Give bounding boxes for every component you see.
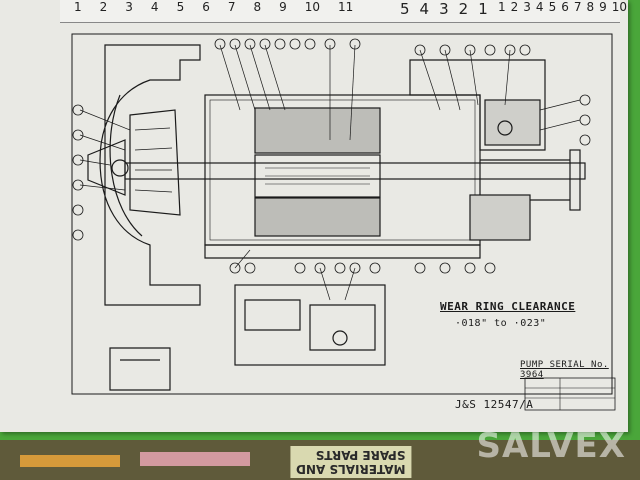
- wear-ring-clearance-values: ·018" to ·023": [455, 318, 547, 329]
- detail-view-seal: [234, 284, 386, 366]
- pump-shaft: [124, 162, 586, 180]
- ruler-number: 11: [338, 0, 354, 14]
- ruler-number: 5: [176, 0, 185, 14]
- seal-ring: [332, 330, 348, 346]
- bearing-housing-top: [409, 59, 546, 151]
- salvex-watermark: SALVEX: [476, 426, 626, 466]
- measuring-ruler: 1 2 3 4 5 6 7 8 9 10 11 5 4 3 2 1 1: [60, 0, 627, 23]
- rotor: [254, 154, 381, 198]
- ruler-number: 3: [523, 0, 531, 14]
- ruler-number: 4: [419, 0, 430, 18]
- ruler-number: 8: [586, 0, 595, 14]
- ruler-number: 7: [227, 0, 236, 14]
- ruler-number: 3: [125, 0, 133, 14]
- seal-detail-parts: [244, 299, 376, 351]
- impeller-hub: [111, 159, 129, 177]
- ruler-number: 1: [478, 0, 488, 18]
- drawing-frame: [71, 33, 613, 395]
- materials-sticker-line1: MATERIALS AND: [296, 462, 406, 476]
- pump-base: [204, 244, 481, 259]
- orange-sticker: [20, 455, 120, 467]
- pink-sticker: [140, 452, 250, 466]
- impeller: [129, 109, 181, 216]
- rotor-laminations: [265, 167, 370, 185]
- pump-cross-section-drawing: [71, 33, 616, 411]
- volute-casing: [99, 44, 201, 306]
- stator-lower: [254, 197, 381, 237]
- ruler-number: 4: [150, 0, 159, 14]
- ruler-number: 1: [498, 0, 506, 14]
- bearing-upper: [484, 99, 541, 146]
- impeller-vanes: [134, 127, 173, 193]
- ruler-number: 2: [510, 0, 519, 14]
- pump-serial-number: PUMP SERIAL No. 3964: [520, 360, 609, 380]
- ruler-number: 7: [573, 0, 582, 14]
- bearing-ball: [497, 120, 513, 136]
- shaft-sleeve: [480, 159, 570, 201]
- ruler-center-scale: 5 4 3 2 1: [400, 0, 488, 22]
- part-callout-leaders: [79, 44, 581, 301]
- ruler-number: 3: [439, 0, 449, 18]
- materials-sticker: MATERIALS AND SPARE PARTS: [290, 446, 412, 478]
- ruler-number: 2: [458, 0, 469, 18]
- ruler-number: 5: [548, 0, 557, 14]
- ruler-number: 4: [535, 0, 544, 14]
- ruler-number: 1: [74, 0, 82, 14]
- impeller-nut: [87, 139, 126, 196]
- ruler-number: 5: [400, 0, 410, 18]
- ruler-number: 6: [202, 0, 210, 14]
- motor-inner-wall: [209, 99, 476, 241]
- ruler-number: 8: [253, 0, 262, 14]
- wear-ring-clearance-title: WEAR RING CLEARANCE: [440, 300, 576, 313]
- shaft-coupling: [569, 149, 581, 211]
- ruler-number: 6: [561, 0, 569, 14]
- materials-sticker-line2: SPARE PARTS: [315, 448, 406, 462]
- ruler-number: 10: [611, 0, 628, 14]
- part-callout-balloons: [72, 38, 591, 274]
- ruler-number: 9: [599, 0, 607, 14]
- title-block: [524, 377, 616, 411]
- ruler-number: 10: [304, 0, 321, 14]
- ruler-number: 2: [99, 0, 108, 14]
- stator-upper: [254, 107, 381, 154]
- volute-inner: [109, 94, 143, 237]
- drawing-number: J&S 12547/A: [455, 398, 534, 411]
- ruler-left-scale: 1 2 3 4 5 6 7 8 9 10 11: [74, 0, 353, 22]
- ruler-right-scale: 1 2 3 4 5 6 7 8 9 10: [498, 0, 627, 22]
- ruler-number: 9: [279, 0, 287, 14]
- pump-drawing-sheet: 1 2 3 4 5 6 7 8 9 10 11 5 4 3 2 1 1: [0, 0, 628, 432]
- detail-view-gland: [109, 347, 171, 391]
- bearing-lower: [469, 194, 531, 241]
